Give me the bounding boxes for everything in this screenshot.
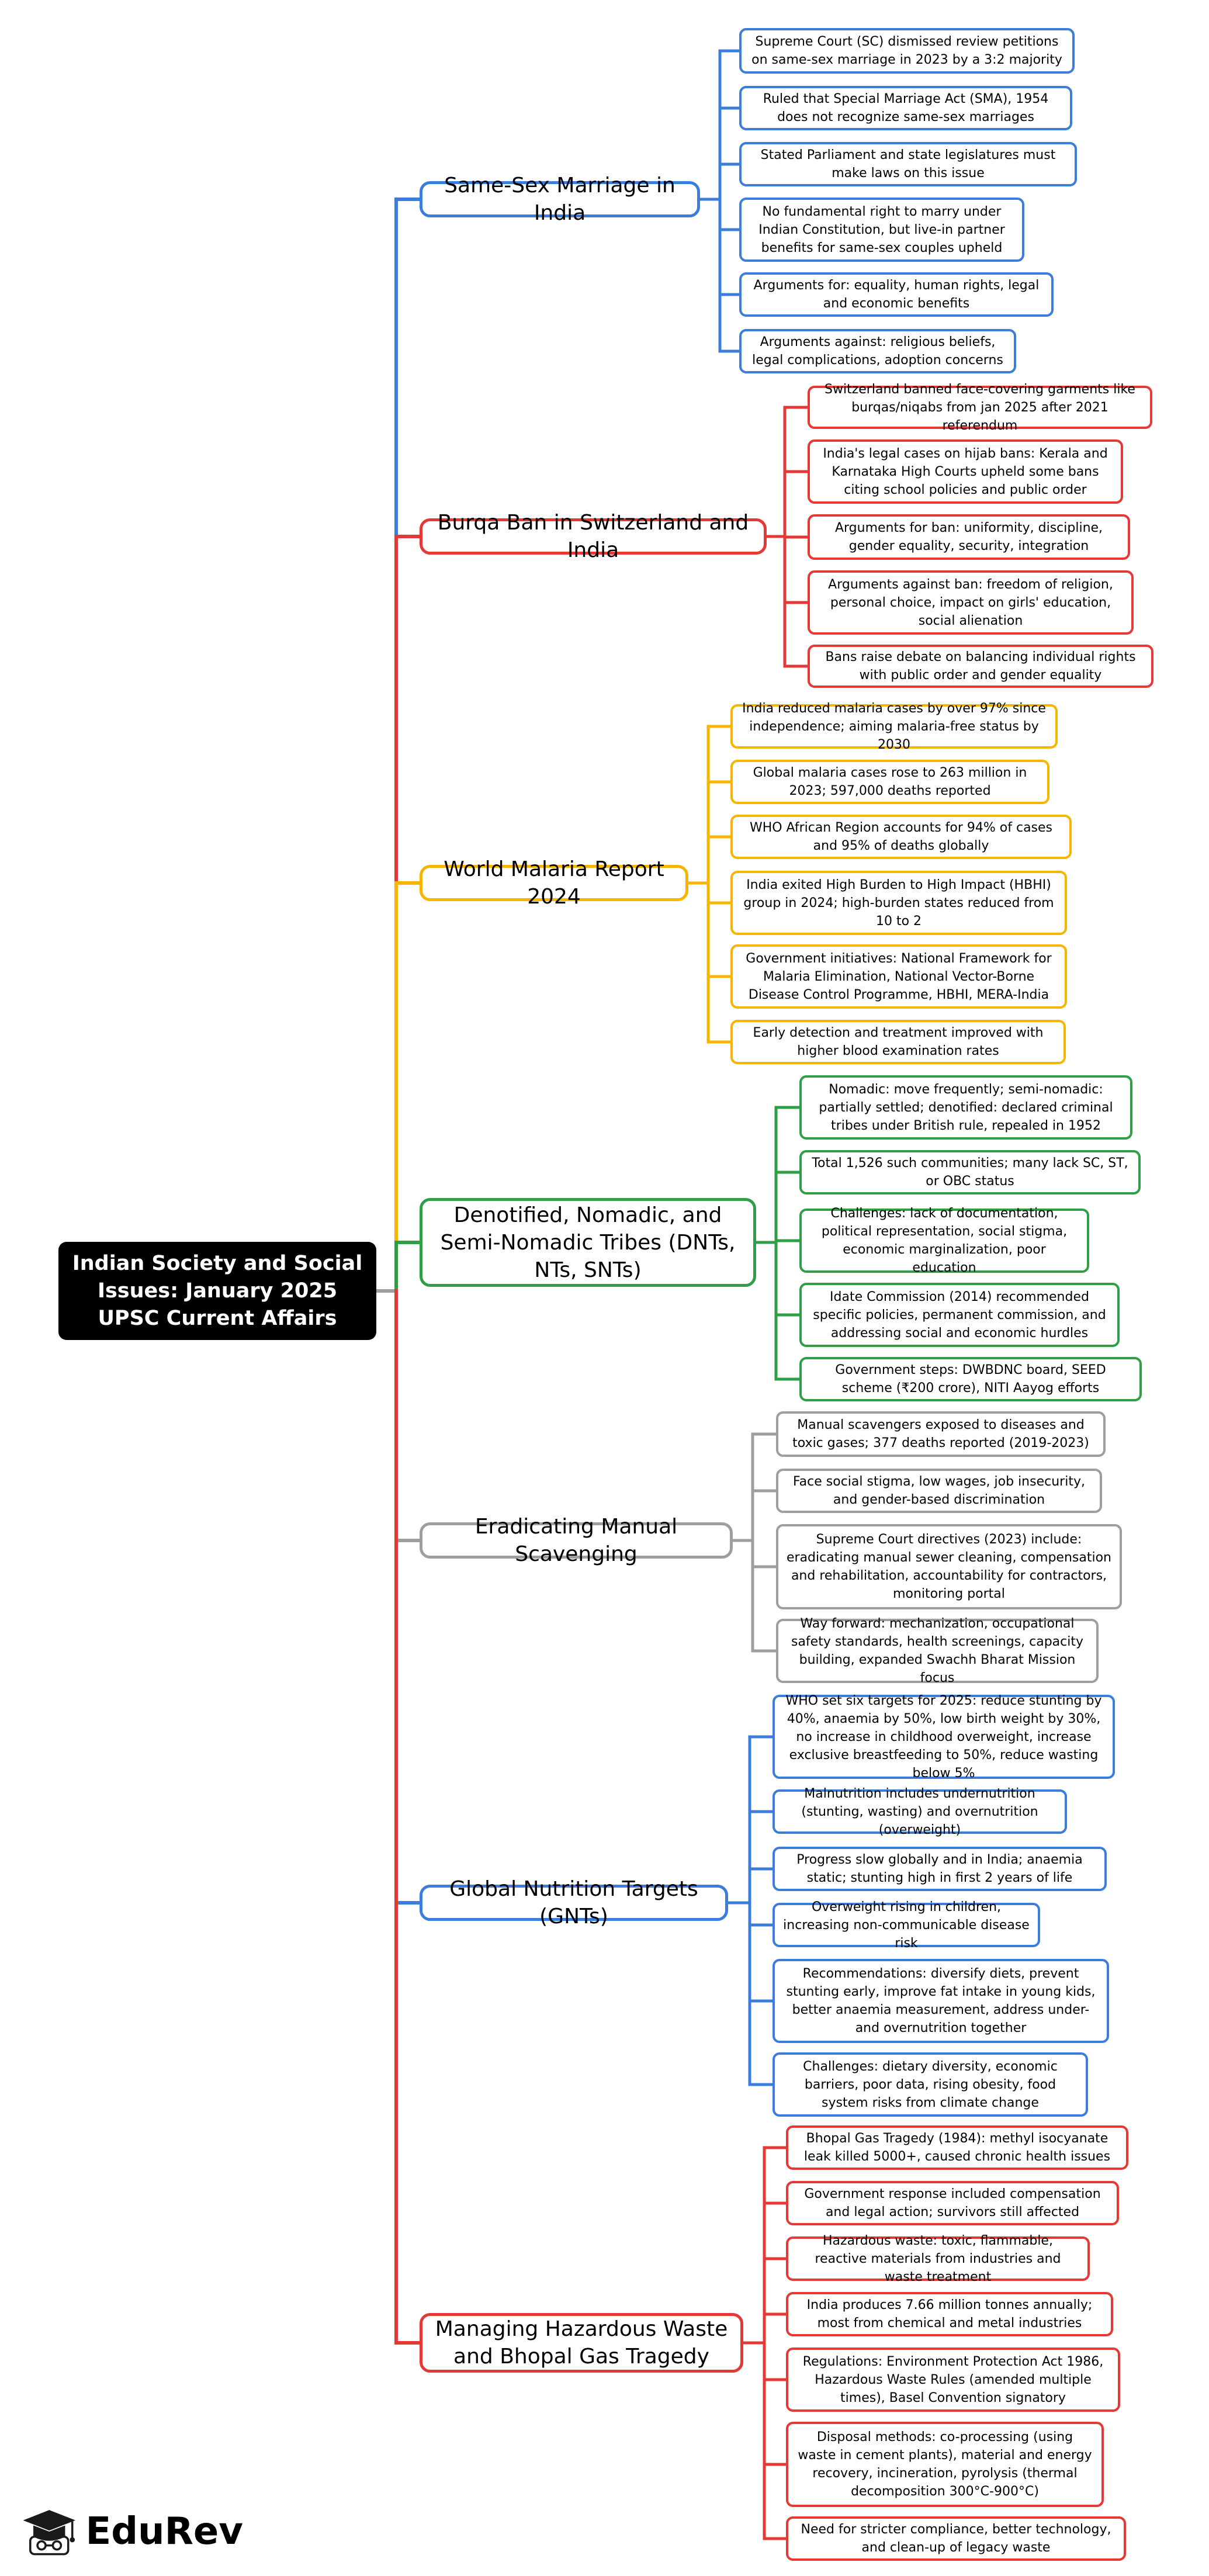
- graduation-cap-icon: [23, 2510, 75, 2556]
- leaf-node: Disposal methods: co-processing (using w…: [786, 2422, 1104, 2507]
- leaf-node: Supreme Court directives (2023) include:…: [776, 1524, 1122, 1609]
- leaf-node: Bhopal Gas Tragedy (1984): methyl isocya…: [786, 2125, 1128, 2170]
- leaf-node: Stated Parliament and state legislatures…: [739, 142, 1077, 186]
- leaf-node: Nomadic: move frequently; semi-nomadic: …: [799, 1075, 1132, 1140]
- leaf-node: Supreme Court (SC) dismissed review peti…: [739, 28, 1075, 74]
- leaf-node: Switzerland banned face-covering garment…: [808, 382, 1152, 433]
- leaf-node: India's legal cases on hijab bans: Keral…: [808, 439, 1123, 504]
- leaf-node: Manual scavengers exposed to diseases an…: [776, 1411, 1106, 1457]
- topic-node-denotified-nomadic-and-semi-nomadic-trib: Denotified, Nomadic, and Semi-Nomadic Tr…: [420, 1198, 756, 1287]
- leaf-node: Arguments against: religious beliefs, le…: [739, 329, 1016, 373]
- leaf-node: Global malaria cases rose to 263 million…: [730, 760, 1049, 804]
- leaf-node: Government initiatives: National Framewo…: [730, 944, 1067, 1009]
- leaf-node: Hazardous waste: toxic, flammable, react…: [786, 2234, 1090, 2284]
- root-node: Indian Society and Social Issues: Januar…: [58, 1242, 376, 1340]
- brand-logo: EduRev: [21, 2502, 243, 2561]
- leaf-node: Arguments for ban: uniformity, disciplin…: [808, 514, 1130, 560]
- leaf-node: Recommendations: diversify diets, preven…: [772, 1959, 1109, 2043]
- leaf-node: No fundamental right to marry under Indi…: [739, 198, 1024, 262]
- leaf-node: Need for stricter compliance, better tec…: [786, 2516, 1126, 2561]
- leaf-node: India reduced malaria cases by over 97% …: [730, 701, 1058, 752]
- leaf-node: Government steps: DWBDNC board, SEED sch…: [799, 1357, 1142, 1401]
- leaf-node: India produces 7.66 million tonnes annua…: [786, 2292, 1113, 2336]
- brand-name: EduRev: [85, 2510, 244, 2553]
- leaf-node: Ruled that Special Marriage Act (SMA), 1…: [739, 86, 1072, 130]
- topic-node-global-nutrition-targets-gnts: Global Nutrition Targets (GNTs): [420, 1877, 728, 1928]
- leaf-node: Idate Commission (2014) recommended spec…: [799, 1283, 1120, 1347]
- leaf-node: Early detection and treatment improved w…: [730, 1020, 1066, 1064]
- leaf-node: Face social stigma, low wages, job insec…: [776, 1469, 1102, 1513]
- topic-node-same-sex-marriage-in-india: Same-Sex Marriage in India: [420, 174, 700, 225]
- leaf-node: Challenges: lack of documentation, polit…: [799, 1206, 1089, 1275]
- topic-node-managing-hazardous-waste-and-bhopal-gas-: Managing Hazardous Waste and Bhopal Gas …: [420, 2313, 743, 2373]
- leaf-node: Arguments against ban: freedom of religi…: [808, 570, 1134, 635]
- leaf-node: India exited High Burden to High Impact …: [730, 871, 1067, 935]
- leaf-node: WHO set six targets for 2025: reduce stu…: [772, 1694, 1115, 1781]
- leaf-node: Progress slow globally and in India; ana…: [772, 1847, 1107, 1891]
- leaf-node: Government response included compensatio…: [786, 2181, 1119, 2225]
- topic-node-world-malaria-report-2024: World Malaria Report 2024: [420, 857, 688, 909]
- leaf-node: Malnutrition includes undernutrition (st…: [772, 1786, 1067, 1837]
- topic-node-burqa-ban-in-switzerland-and-india: Burqa Ban in Switzerland and India: [420, 511, 767, 562]
- topic-node-eradicating-manual-scavenging: Eradicating Manual Scavenging: [420, 1515, 733, 1566]
- leaf-node: Way forward: mechanization, occupational…: [776, 1616, 1099, 1685]
- leaf-node: Bans raise debate on balancing individua…: [808, 645, 1153, 688]
- leaf-node: WHO African Region accounts for 94% of c…: [730, 815, 1072, 859]
- leaf-node: Regulations: Environment Protection Act …: [786, 2348, 1120, 2412]
- leaf-node: Arguments for: equality, human rights, l…: [739, 272, 1054, 317]
- leaf-node: Overweight rising in children, increasin…: [772, 1900, 1040, 1951]
- leaf-node: Total 1,526 such communities; many lack …: [799, 1150, 1141, 1194]
- leaf-node: Challenges: dietary diversity, economic …: [772, 2052, 1088, 2117]
